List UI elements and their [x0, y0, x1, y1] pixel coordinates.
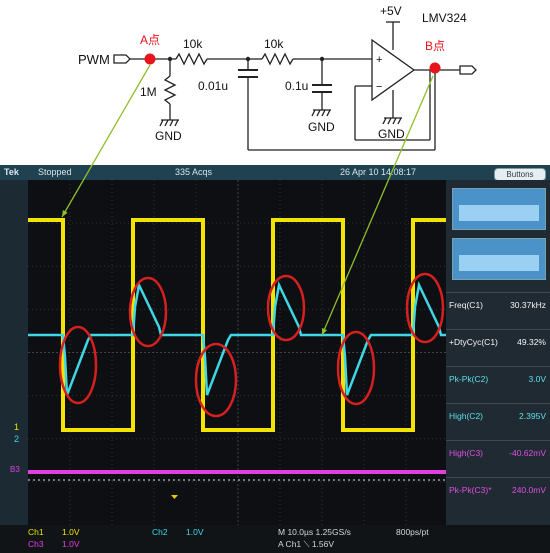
acq-count: 335 Acqs	[175, 167, 213, 177]
ch2-label: Ch2	[152, 527, 168, 537]
ch1-waveform	[28, 218, 448, 432]
point-b-label: B点	[425, 39, 445, 53]
test-point-a	[144, 53, 156, 65]
opamp-label: LMV324	[422, 11, 467, 25]
gnd-label-3: GND	[378, 127, 405, 141]
r1-label: 10k	[183, 37, 203, 51]
measurement-row[interactable]: Pk-Pk(C3)* 240.0mV	[446, 477, 550, 508]
pwm-label: PWM	[78, 52, 110, 67]
measurement-row[interactable]: +DtyCyc(C1) 49.32%	[446, 329, 550, 360]
trigger-marker	[171, 495, 178, 499]
pulldown-label: 1M	[140, 85, 157, 99]
resistor-r1	[175, 52, 208, 66]
ch2-scale: 1.0V	[186, 527, 204, 537]
minus-label: −	[376, 81, 382, 93]
plus-label: +	[376, 54, 382, 66]
measurement-label: High(C3)	[449, 448, 484, 458]
measure-slot-1[interactable]	[452, 188, 546, 230]
point-a-label: A点	[140, 33, 160, 47]
ch3-label: Ch3	[28, 539, 44, 549]
brand-label: Tek	[4, 167, 19, 177]
measurement-value: 49.32%	[517, 337, 546, 347]
highlight-circle	[266, 274, 306, 342]
circuit-schematic: PWM A点 B点 10k 10k 1M 0.01u 0.1u +5V LMV3…	[78, 4, 477, 151]
datetime: 26 Apr 10 14:08:17	[340, 167, 417, 177]
timebase: M 10.0µs 1.25GS/s	[278, 527, 351, 537]
measurement-label: Pk-Pk(C2)	[449, 374, 489, 384]
measurement-value: 2.395V	[519, 411, 546, 421]
measurement-label: Freq(C1)	[449, 300, 484, 310]
ch3-marker: B3	[10, 465, 20, 474]
ch1-scale: 1.0V	[62, 527, 80, 537]
waveform-screen	[28, 180, 448, 525]
ch3-scale: 1.0V	[62, 539, 80, 549]
highlight-circle	[128, 276, 168, 348]
gnd-label-2: GND	[308, 120, 335, 134]
measurement-value: 3.0V	[528, 374, 547, 384]
scope-bottom-bar: Ch1 1.0V Ch2 1.0V Ch3 1.0V M 10.0µs 1.25…	[0, 525, 550, 553]
ch2-marker: 2	[14, 434, 20, 444]
output-connector	[459, 65, 477, 75]
pwm-input-connector	[113, 54, 131, 64]
measure-slot-2[interactable]	[452, 238, 546, 280]
measurement-row[interactable]: Freq(C1) 30.37kHz	[446, 292, 550, 323]
c1-label: 0.01u	[198, 79, 228, 93]
test-point-b	[429, 62, 441, 74]
trigger-setting: A Ch1 ⟍ 1.56V	[278, 539, 335, 549]
resistor-r2	[261, 52, 294, 66]
measurement-label: +DtyCyc(C1)	[449, 337, 498, 347]
measurement-value: -40.62mV	[509, 448, 546, 458]
measurement-row[interactable]: High(C2) 2.395V	[446, 403, 550, 434]
measurement-label: High(C2)	[449, 411, 484, 421]
measurement-panel: Freq(C1) 30.37kHz +DtyCyc(C1) 49.32% Pk-Pk(C…	[446, 180, 550, 525]
supply-label: +5V	[380, 4, 402, 18]
measurement-value: 30.37kHz	[510, 300, 546, 310]
measurement-label: Pk-Pk(C3)*	[449, 485, 492, 495]
ch1-label: Ch1	[28, 527, 44, 537]
gnd-label-1: GND	[155, 129, 182, 143]
acq-status: Stopped	[38, 167, 72, 177]
points-per-sample: 800ps/pt	[396, 527, 429, 537]
r2-label: 10k	[264, 37, 284, 51]
resistor-pulldown	[163, 75, 177, 105]
c2-label: 0.1u	[285, 79, 308, 93]
highlight-circle	[194, 342, 238, 418]
ch1-marker: 1	[14, 422, 20, 432]
scope-status-bar: Tek Stopped 335 Acqs 26 Apr 10 14:08:17 …	[0, 165, 550, 181]
highlight-circle	[58, 325, 98, 405]
measurement-row[interactable]: Pk-Pk(C2) 3.0V	[446, 366, 550, 397]
measurement-value: 240.0mV	[511, 485, 546, 495]
measurement-row[interactable]: High(C3) -40.62mV	[446, 440, 550, 471]
oscilloscope-display: Tek Stopped 335 Acqs 26 Apr 10 14:08:17 …	[0, 165, 550, 553]
